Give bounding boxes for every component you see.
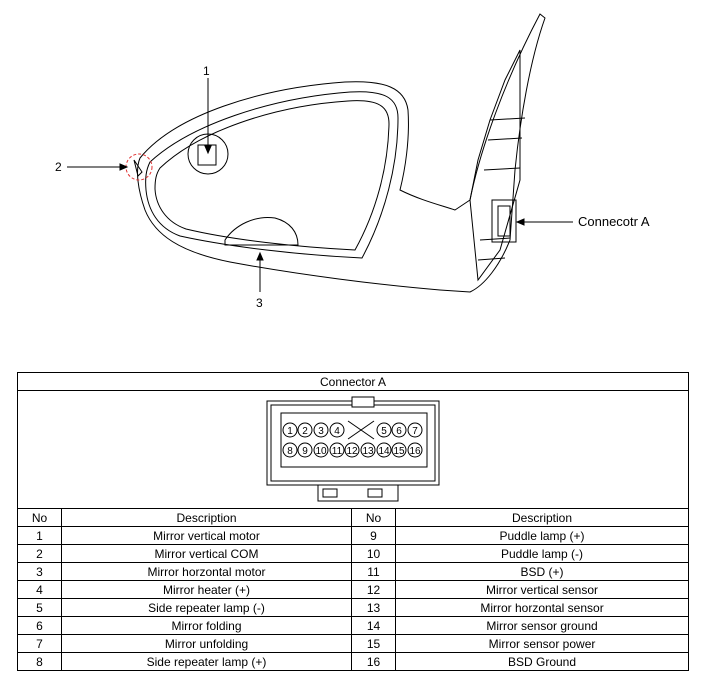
connector-pin-label: 7	[412, 426, 418, 437]
pin-no: 16	[351, 652, 396, 671]
connector-pin-label: 13	[362, 446, 374, 457]
pin-desc: Mirror sensor power	[394, 634, 690, 653]
connector-a-body	[491, 199, 517, 243]
pin-desc: Mirror vertical sensor	[394, 580, 690, 599]
mirror-glass-frame	[145, 91, 399, 259]
connector-pin-label: 2	[302, 426, 308, 437]
connector-pin-label: 16	[409, 446, 421, 457]
mirror-assembly-illustration	[67, 13, 573, 293]
pin-no: 13	[351, 598, 396, 617]
connector-pin	[391, 442, 407, 458]
pin-no: 15	[351, 634, 396, 653]
header-no-left: No	[17, 508, 62, 527]
connector-pin-label: 8	[287, 446, 293, 457]
connector-pin	[407, 442, 423, 458]
mirror-glass-inner	[154, 100, 390, 251]
mirror-mount-plate	[469, 49, 521, 282]
pin-no: 5	[17, 598, 62, 617]
pin-desc: Mirror horzontal sensor	[394, 598, 690, 617]
pin-desc: Mirror folding	[61, 616, 352, 635]
connector-pin-label: 14	[378, 446, 390, 457]
pin-no: 7	[17, 634, 62, 653]
connector-pin	[313, 442, 329, 458]
pin-no: 14	[351, 616, 396, 635]
connector-pin	[282, 442, 298, 458]
connector-pin-label: 11	[332, 446, 343, 457]
connector-pin	[313, 422, 329, 438]
callout-2: 2	[55, 160, 62, 174]
connector-pin	[344, 442, 360, 458]
pin-desc: Mirror sensor ground	[394, 616, 690, 635]
pin-desc: Mirror vertical motor	[61, 526, 352, 545]
pin-desc: BSD (+)	[394, 562, 690, 581]
connector-pin-label: 1	[287, 426, 293, 437]
mirror-housing-outline	[137, 13, 546, 293]
table-title: Connector A	[16, 372, 690, 391]
pin-no: 12	[351, 580, 396, 599]
connector-pin	[297, 422, 313, 438]
connector-pin-label: 6	[396, 426, 402, 437]
table-header-row: No Description No Description	[17, 508, 690, 527]
callout-connector-a: Connecotr A	[578, 214, 650, 229]
connector-pin-label: 10	[315, 446, 327, 457]
header-no-right: No	[351, 508, 396, 527]
pin-desc: Mirror horzontal motor	[61, 562, 352, 581]
pin-no: 3	[17, 562, 62, 581]
pin-no: 11	[351, 562, 396, 581]
connector-pin	[329, 422, 345, 438]
pin-desc: Puddle lamp (+)	[394, 526, 690, 545]
connector-pin	[376, 422, 392, 438]
callout-1: 1	[203, 64, 210, 78]
callout-3: 3	[256, 296, 263, 310]
pin-desc: Puddle lamp (-)	[394, 544, 690, 563]
pin-no: 2	[17, 544, 62, 563]
header-desc-right: Description	[394, 508, 690, 527]
connector-pin	[282, 422, 298, 438]
connector-pin-label: 15	[393, 446, 405, 457]
lower-bracket	[224, 216, 299, 246]
connector-pin-label: 9	[302, 446, 308, 457]
pin-desc: BSD Ground	[394, 652, 690, 671]
pin-no: 6	[17, 616, 62, 635]
connector-pin	[391, 422, 407, 438]
pin-no: 9	[351, 526, 396, 545]
connector-pin-label: 5	[381, 426, 387, 437]
pin-desc: Mirror heater (+)	[61, 580, 352, 599]
connector-pin	[376, 442, 392, 458]
connector-pin	[407, 422, 423, 438]
connector-pin	[329, 442, 345, 458]
pin-desc: Mirror vertical COM	[61, 544, 352, 563]
connector-pin-label: 4	[334, 426, 340, 437]
pin-no: 4	[17, 580, 62, 599]
pin-desc: Mirror unfolding	[61, 634, 352, 653]
pin-no: 1	[17, 526, 62, 545]
pin-no: 10	[351, 544, 396, 563]
connector-pin	[297, 442, 313, 458]
connector-pin	[360, 442, 376, 458]
pin-desc: Side repeater lamp (-)	[61, 598, 352, 617]
connector-pin-label: 12	[346, 446, 358, 457]
pin-no: 8	[17, 652, 62, 671]
pin-desc: Side repeater lamp (+)	[61, 652, 352, 671]
header-desc-left: Description	[61, 508, 352, 527]
connector-pin-label: 3	[318, 426, 324, 437]
